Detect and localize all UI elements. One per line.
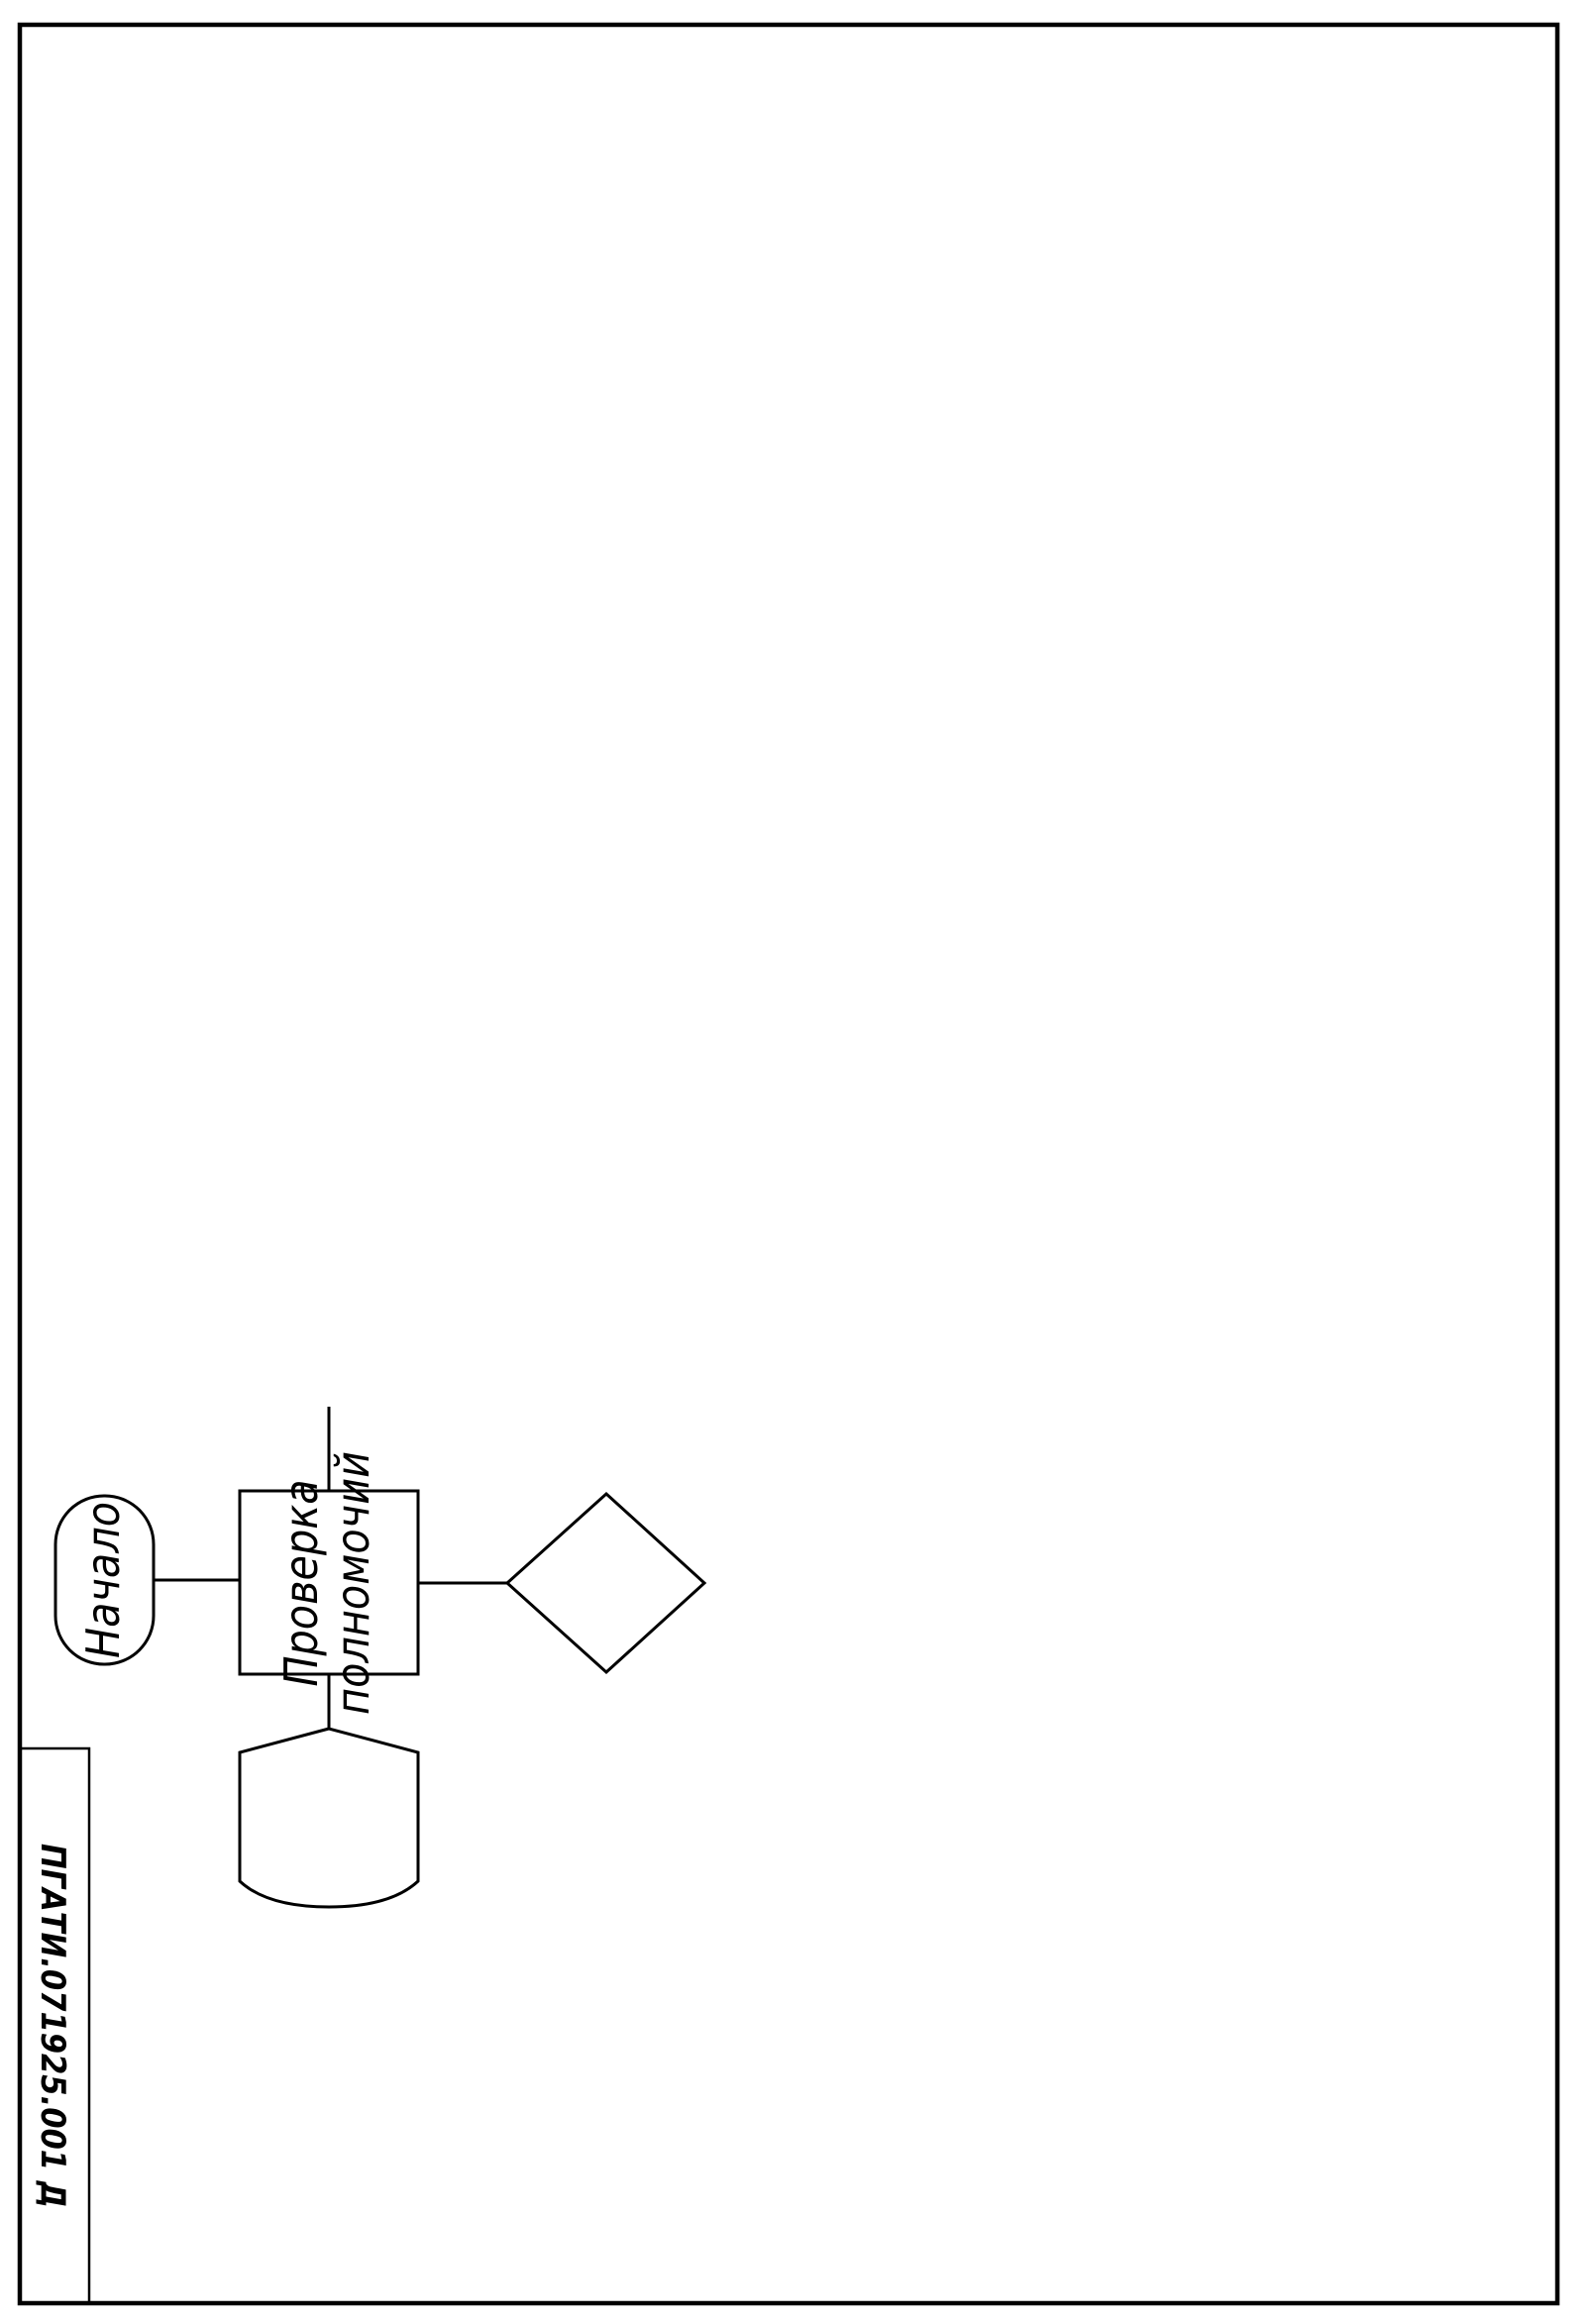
corner-stamp-text: ПГАТИ.071925.001 Д [33,1844,72,2208]
start-terminal: Начало [53,1494,156,1666]
svg-text:полномочий: полномочий [326,1451,379,1715]
drawing-frame [17,22,1560,2306]
corner-stamp: ПГАТИ.071925.001 Д [18,1746,91,2305]
svg-text:Проверка: Проверка [274,1479,328,1686]
database-shape [238,1727,420,1909]
svg-text:Начало: Начало [76,1502,130,1658]
access-decision [504,1491,707,1675]
auth-check-block: Проверка полномочий [238,1451,420,1715]
